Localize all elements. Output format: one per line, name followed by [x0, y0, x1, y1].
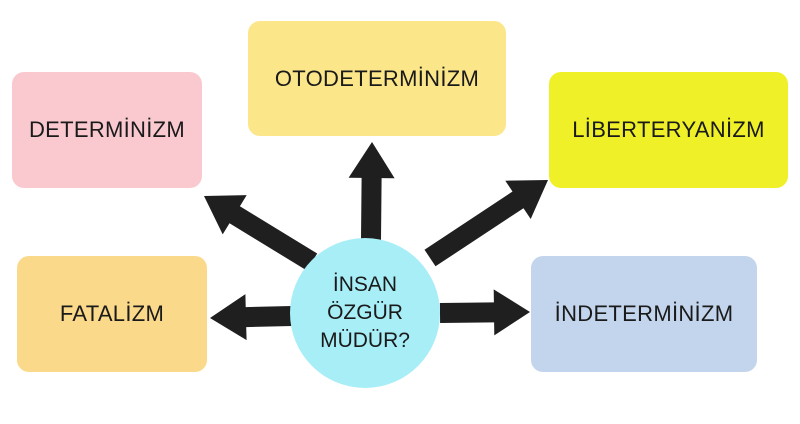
fatalizm-label: FATALİZM: [59, 301, 165, 326]
determinizm-label: DETERMİNİZM: [28, 117, 186, 142]
center-line-2: ÖZGÜR: [327, 301, 403, 324]
center-question-circle: İNSAN ÖZGÜR MÜDÜR?: [290, 238, 440, 388]
indeterminizm-label: İNDETERMİNİZM: [554, 301, 734, 326]
box-fatalizm: FATALİZM: [17, 256, 207, 372]
arrow-to-liberteryanizm: [424, 180, 548, 267]
box-liberteryanizm: LİBERTERYANİZM: [549, 72, 788, 188]
box-otodeterminizm: OTODETERMİNİZM: [248, 21, 506, 136]
arrow-to-determinizm: [204, 195, 318, 271]
arrow-to-otodeterminizm: [348, 142, 395, 241]
box-indeterminizm: İNDETERMİNİZM: [531, 256, 757, 372]
arrow-to-indeterminizm: [439, 289, 530, 336]
box-determinizm: DETERMİNİZM: [12, 72, 202, 188]
arrow-to-fatalizm: [210, 294, 293, 341]
center-line-3: MÜDÜR?: [320, 329, 410, 352]
liberteryanizm-label: LİBERTERYANİZM: [572, 117, 765, 142]
center-line-1: İNSAN: [332, 273, 398, 296]
otodeterminizm-label: OTODETERMİNİZM: [274, 65, 480, 91]
